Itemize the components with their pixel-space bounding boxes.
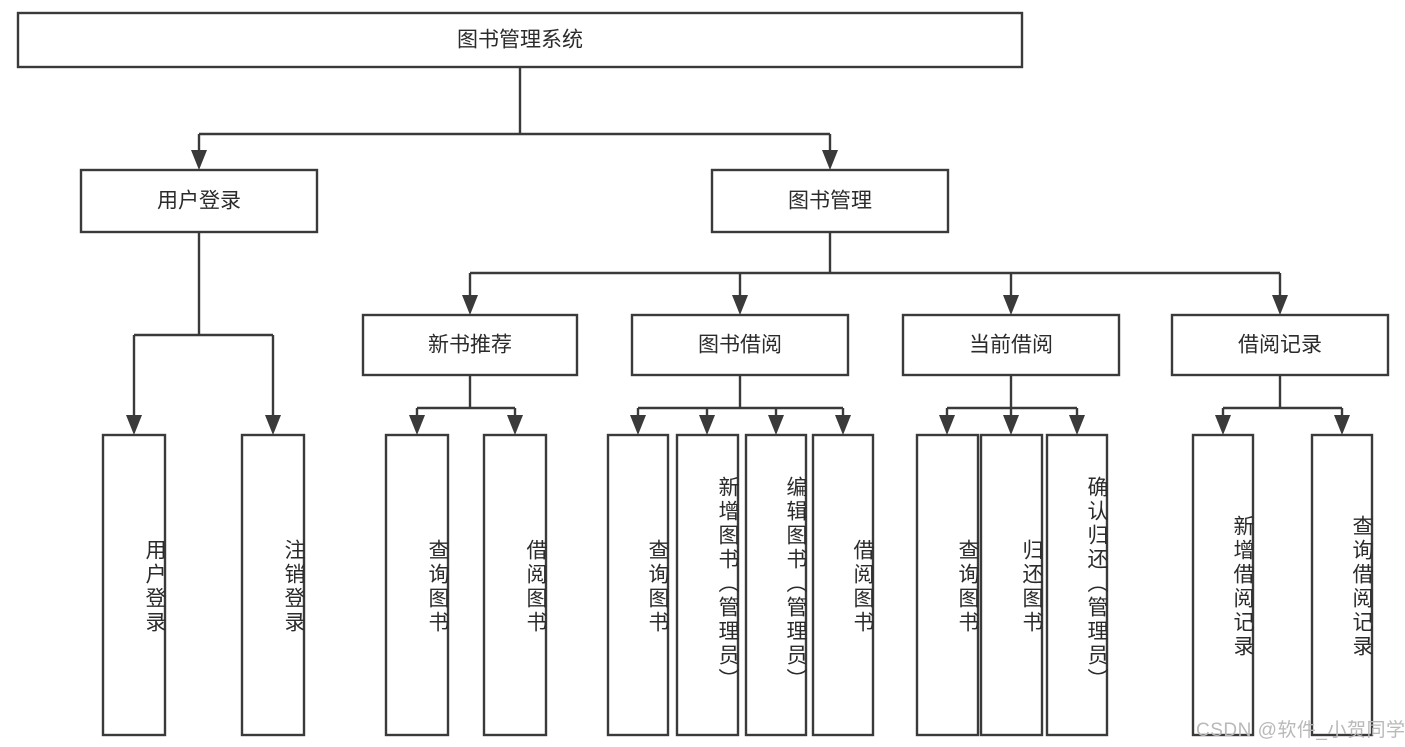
arrow-to-borrow-record [1272, 295, 1288, 315]
node-book-borrow-label: 图书借阅 [698, 334, 782, 357]
node-user-login-box[interactable] [79, 168, 319, 234]
connector-group-current-borrow [939, 375, 1085, 435]
node-book-management-label: 图书管理 [788, 190, 872, 213]
node-borrow-record[interactable]: 借阅记录 [1170, 313, 1390, 377]
leaf-box-query-book-borrow[interactable] [606, 433, 670, 737]
arrow-to-current-borrow [1003, 295, 1019, 315]
arrow-leaf-borrow-book-1 [507, 415, 523, 435]
watermark-text: CSDN @软件_小贺同学 [1196, 720, 1405, 741]
leaf-box-query-book-rec[interactable] [384, 433, 450, 737]
node-user-login-label: 用户登录 [157, 190, 241, 213]
node-book-borrow-box[interactable] [630, 313, 850, 377]
node-current-borrow-box[interactable] [901, 313, 1121, 377]
node-new-book-recommend-label: 新书推荐 [428, 334, 512, 357]
arrow-to-new-book-rec [462, 295, 478, 315]
arrow-to-book-borrow [732, 295, 748, 315]
leaf-box-user-login[interactable] [101, 433, 167, 737]
leaf-box-edit-book[interactable] [744, 433, 808, 737]
leaf-box-confirm-return[interactable] [1045, 433, 1109, 737]
arrow-leaf-edit-book [768, 415, 784, 435]
arrow-leaf-user-login [126, 415, 142, 435]
leaf-box-add-book[interactable] [675, 433, 740, 737]
arrow-leaf-confirm-return [1069, 415, 1085, 435]
leaf-box-borrow-book-rec[interactable] [482, 433, 548, 737]
leaf-box-group [101, 433, 1374, 737]
arrow-leaf-query-book-1 [409, 415, 425, 435]
leaf-box-borrow-book[interactable] [811, 433, 875, 737]
arrow-leaf-query-record [1334, 415, 1350, 435]
connector-group-book-mgmt [462, 232, 1288, 315]
connector-group-user-login [126, 232, 281, 435]
node-borrow-record-box[interactable] [1170, 313, 1390, 377]
node-borrow-record-label: 借阅记录 [1238, 334, 1322, 357]
node-book-borrow[interactable]: 图书借阅 [630, 313, 850, 377]
node-book-management-box[interactable] [710, 168, 950, 234]
node-root[interactable]: 图书管理系统 [16, 11, 1024, 69]
node-root-label: 图书管理系统 [457, 29, 583, 52]
arrow-to-user-login [191, 150, 207, 170]
arrow-leaf-logout [265, 415, 281, 435]
leaf-box-query-borrow-record[interactable] [1310, 433, 1374, 737]
arrow-to-book-mgmt [822, 150, 838, 170]
leaf-box-add-borrow-record[interactable] [1191, 433, 1255, 737]
connector-group-root [191, 67, 838, 170]
connector-group-book-borrow [630, 375, 851, 435]
connector-group-borrow-record [1215, 375, 1350, 435]
arrow-leaf-query-book-3 [939, 415, 955, 435]
arrow-leaf-add-record [1215, 415, 1231, 435]
leaf-box-return-book[interactable] [979, 433, 1044, 737]
node-new-book-recommend[interactable]: 新书推荐 [361, 313, 579, 377]
arrow-leaf-borrow-book-2 [835, 415, 851, 435]
node-current-borrow[interactable]: 当前借阅 [901, 313, 1121, 377]
node-user-login[interactable]: 用户登录 [79, 168, 319, 234]
node-current-borrow-label: 当前借阅 [969, 334, 1053, 357]
node-root-box[interactable] [16, 11, 1024, 69]
leaf-box-logout[interactable] [240, 433, 306, 737]
connector-group-new-book-rec [409, 375, 523, 435]
leaf-box-query-book-current[interactable] [915, 433, 980, 737]
arrow-leaf-query-book-2 [630, 415, 646, 435]
arrow-leaf-return-book [1003, 415, 1019, 435]
node-book-management[interactable]: 图书管理 [710, 168, 950, 234]
node-new-book-recommend-box[interactable] [361, 313, 579, 377]
arrow-leaf-add-book [699, 415, 715, 435]
